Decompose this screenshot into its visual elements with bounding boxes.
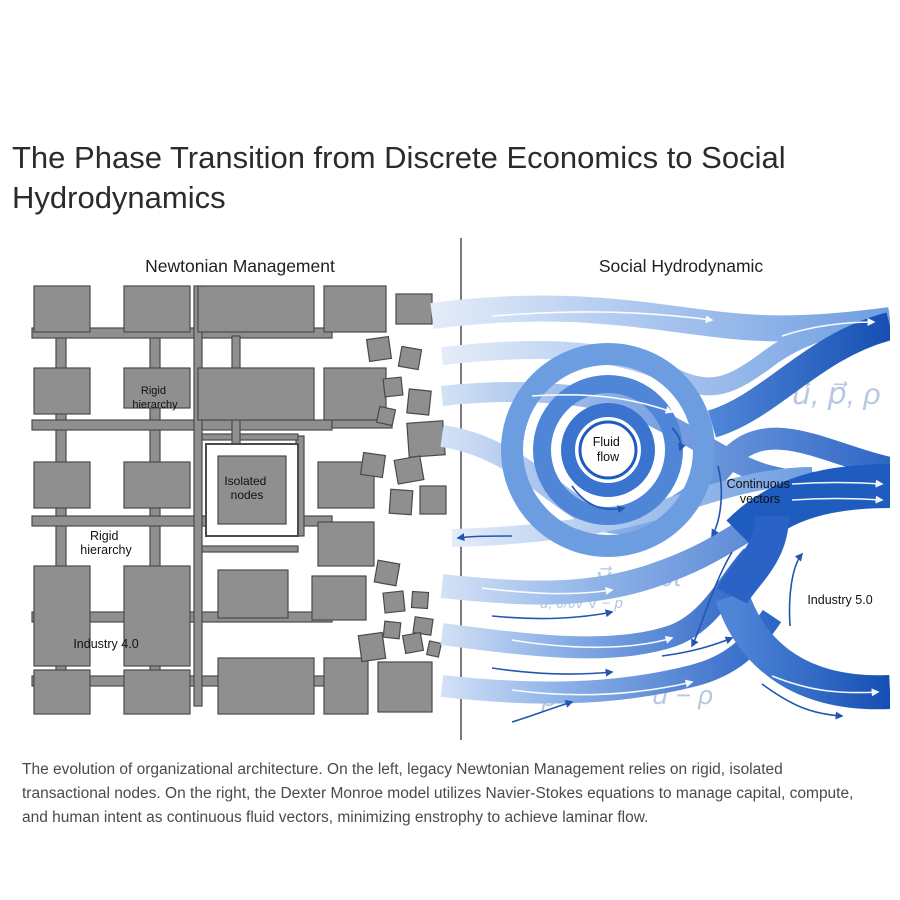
fluid-streams: [430, 295, 890, 723]
vortex: [501, 343, 715, 557]
label-continuous-vectors: Continuous vectors: [727, 477, 794, 506]
label-rigid-hierarchy-top: Rigid hierarchy: [132, 385, 178, 411]
right-heading: Social Hydrodynamic: [599, 256, 764, 276]
figure-caption: The evolution of organizational architec…: [22, 761, 854, 826]
fragmenting-nodes: [357, 335, 447, 663]
newtonian-grid: [31, 285, 447, 715]
left-heading: Newtonian Management: [145, 256, 335, 276]
page-title: The Phase Transition from Discrete Econo…: [12, 140, 786, 215]
label-rigid-hierarchy-mid: Rigid hierarchy: [80, 529, 132, 557]
label-isolated-nodes: Isolated nodes: [224, 474, 269, 502]
label-fluid-flow: Fluid flow: [593, 435, 624, 464]
diagram-figure: Newtonian Management Social Hydrodynamic…: [31, 238, 890, 740]
label-industry-5: Industry 5.0: [807, 593, 872, 607]
label-industry-4: Industry 4.0: [73, 637, 138, 651]
isolated-nodes-box: [217, 455, 287, 525]
